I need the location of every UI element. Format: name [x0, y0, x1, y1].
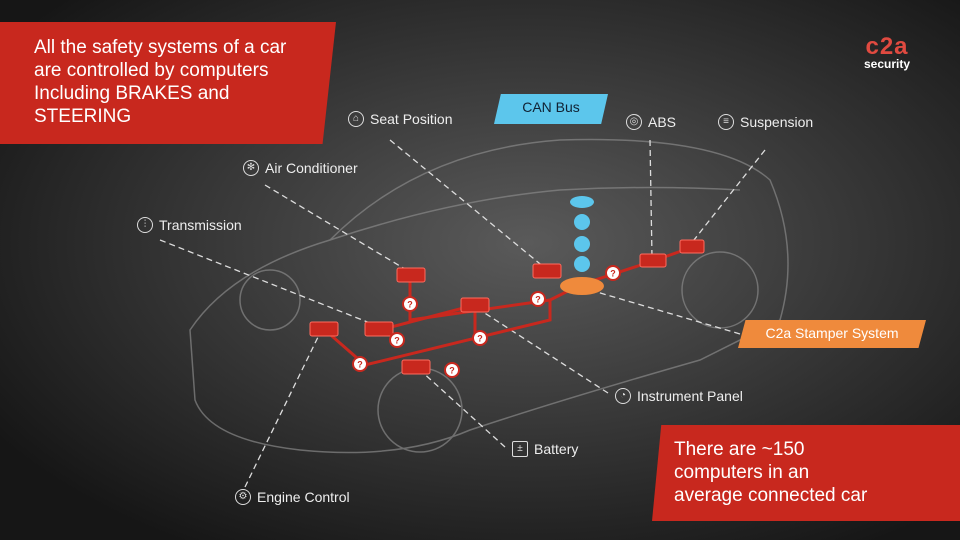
label-text: Air Conditioner — [265, 160, 358, 176]
transmission-icon: ⫶ — [137, 217, 153, 233]
abs-icon: ◎ — [626, 114, 642, 130]
leader-lines — [159, 139, 766, 488]
question-mark: ? — [357, 360, 363, 370]
label-seat-position: ⌂ Seat Position — [348, 111, 453, 127]
label-abs: ◎ ABS — [626, 114, 676, 130]
stamper-tag: C2a Stamper System — [738, 320, 926, 348]
question-mark: ? — [407, 300, 413, 310]
footnote-line: computers in an — [674, 462, 810, 483]
suspension-icon: ≡ — [718, 114, 734, 130]
headline-line: STEERING — [34, 106, 132, 127]
battery-icon: ± — [512, 441, 528, 457]
label-instrument-panel: ◔ Instrument Panel — [615, 388, 743, 404]
logo-subtitle: security — [864, 57, 911, 71]
unknown-module-markers: ??????? — [352, 265, 621, 378]
label-text: Engine Control — [257, 489, 350, 505]
label-air-conditioner: ✻ Air Conditioner — [243, 160, 358, 176]
headline-line: All the safety systems of a car — [34, 37, 287, 58]
question-mark: ? — [394, 336, 400, 346]
label-text: Suspension — [740, 114, 814, 130]
label-suspension: ≡ Suspension — [718, 114, 813, 130]
car-outline — [189, 138, 789, 454]
headline-line: are controlled by computers — [34, 60, 269, 81]
gauge-icon: ◔ — [615, 388, 631, 404]
c2a-logo: c2a security — [864, 33, 911, 71]
footnote-line: average connected car — [674, 485, 868, 506]
label-engine-control: ⚙ Engine Control — [235, 489, 350, 505]
label-text: Battery — [534, 441, 579, 457]
can-bus-stack — [570, 196, 594, 272]
label-text: Transmission — [159, 217, 242, 233]
label-transmission: ⫶ Transmission — [137, 217, 242, 233]
can-wiring — [324, 246, 691, 367]
footnote-banner: There are ~150 computers in an average c… — [652, 425, 960, 521]
stamper-device — [560, 277, 604, 295]
gear-icon: ⚙ — [235, 489, 251, 505]
question-mark: ? — [610, 269, 616, 279]
label-battery: ± Battery — [512, 441, 578, 457]
headline-line: Including BRAKES and — [34, 83, 230, 104]
question-mark: ? — [449, 366, 455, 376]
fan-icon: ✻ — [243, 160, 259, 176]
label-text: Instrument Panel — [637, 388, 743, 404]
seat-icon: ⌂ — [348, 111, 364, 127]
label-text: ABS — [648, 114, 677, 130]
headline-banner: All the safety systems of a car are cont… — [0, 22, 336, 144]
label-text: Seat Position — [370, 111, 453, 127]
question-mark: ? — [535, 295, 541, 305]
ecu-modules — [309, 239, 705, 375]
footnote-line: There are ~150 — [674, 439, 805, 460]
question-mark: ? — [477, 334, 483, 344]
logo-mark: c2a — [865, 33, 909, 60]
can-bus-tag: CAN Bus — [494, 94, 608, 124]
